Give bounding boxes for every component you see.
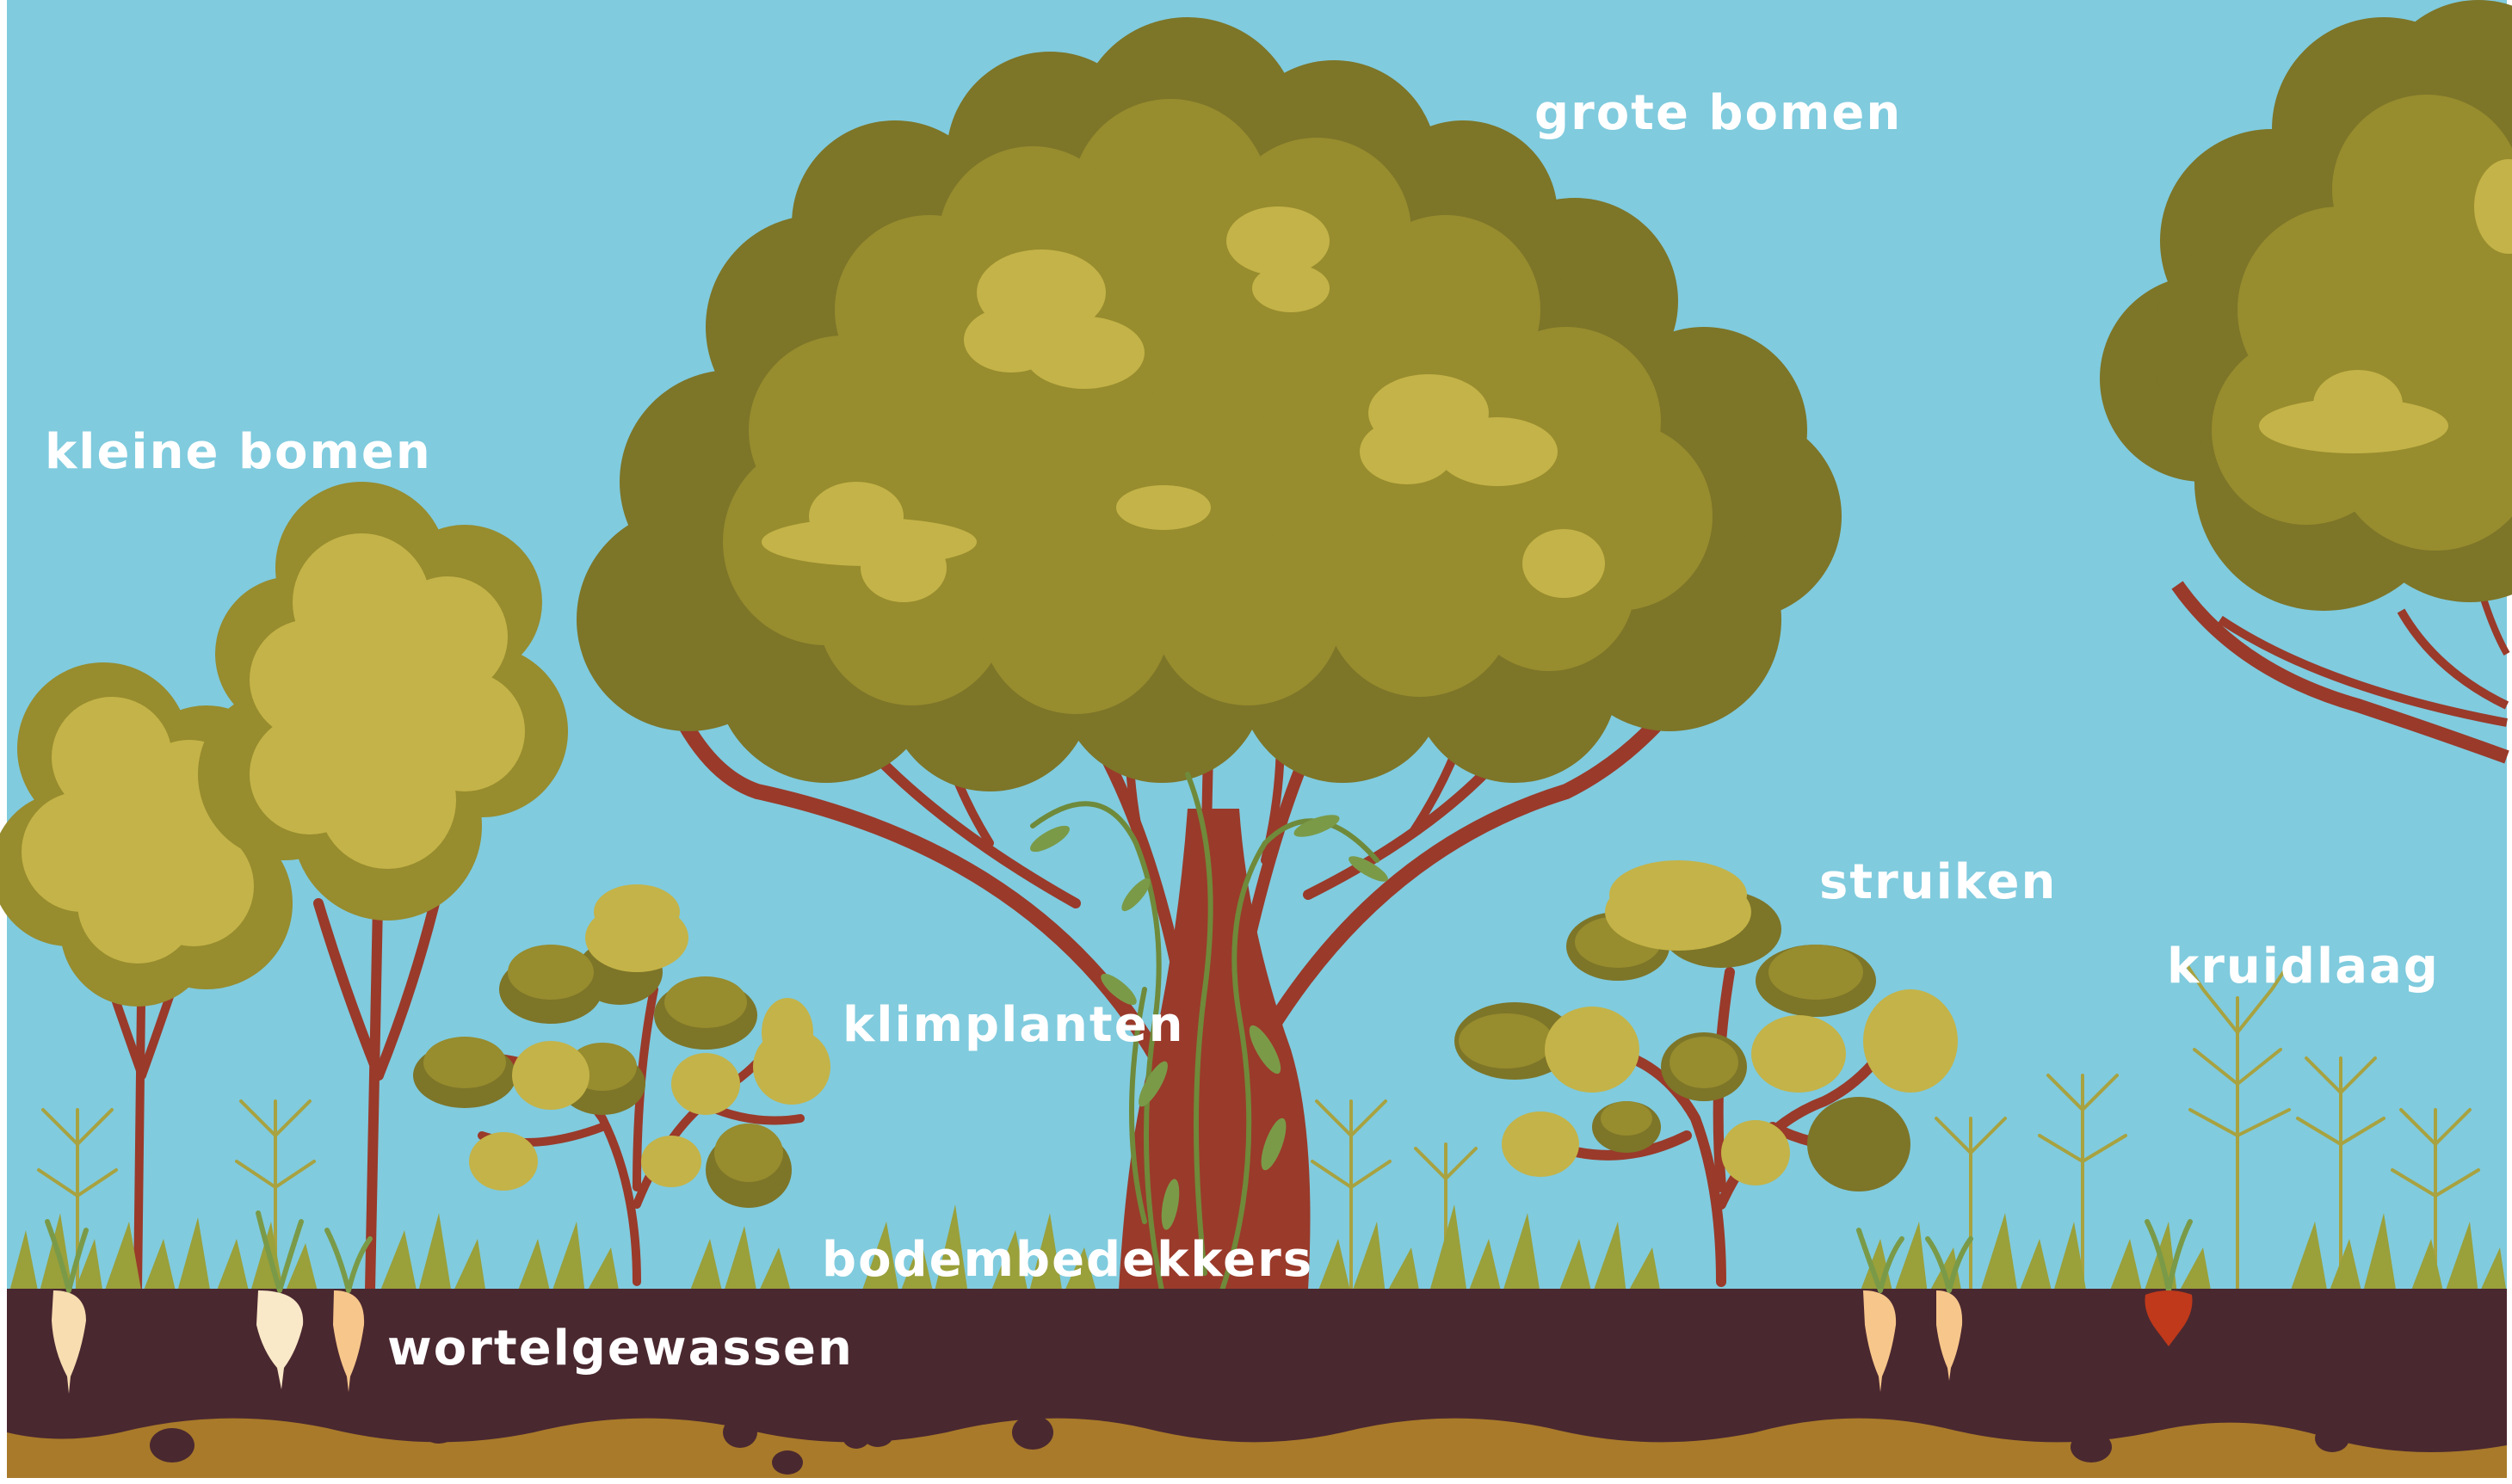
soil-dark <box>7 1289 2507 1452</box>
label-bodembedekkers: bodembedekkers <box>822 1236 1313 1284</box>
label-kleine-bomen: kleine bomen <box>45 428 432 477</box>
label-grote-bomen: grote bomen <box>1534 89 1902 138</box>
label-struiken: struiken <box>1819 859 2057 907</box>
label-klimplanten: klimplanten <box>842 1001 1185 1050</box>
label-kruidlaag: kruidlaag <box>2167 943 2440 991</box>
label-wortelgewassen: wortelgewassen <box>387 1325 854 1373</box>
